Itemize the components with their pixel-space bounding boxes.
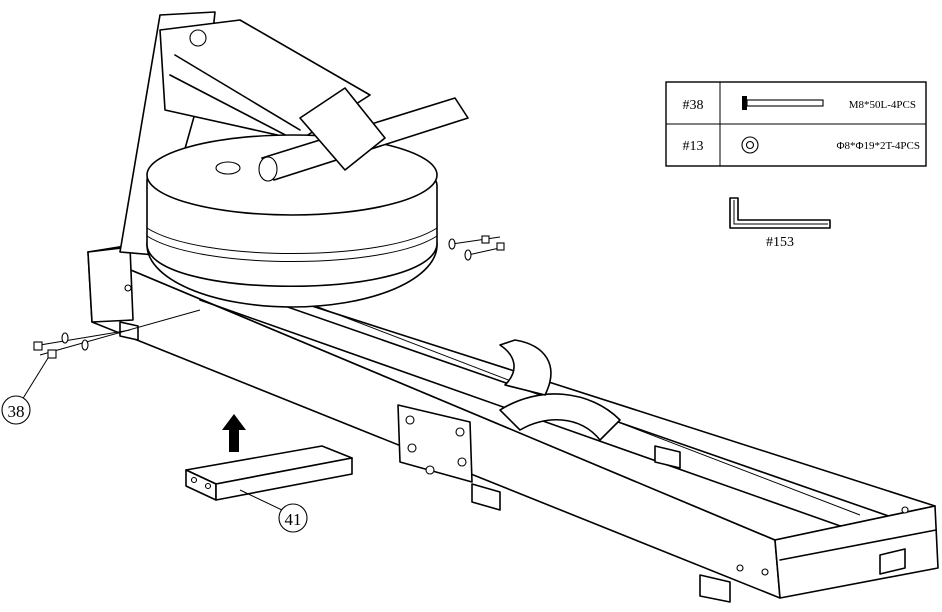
callout-38-label: 38 [8,402,25,421]
bolt-icon [742,96,824,110]
bolt-hardware-right [448,235,505,261]
water-tank-assembly [119,11,469,308]
parts-row-1-part: #38 [683,98,704,113]
allen-key-label: #153 [766,235,794,250]
callout-41-label: 41 [285,510,302,529]
bolt-hardware-left [33,309,201,359]
up-arrow-icon [222,414,246,452]
crossbar-part [185,445,353,511]
parts-row-2-part: #13 [683,139,704,154]
parts-row-2-spec: Φ8*Φ19*2T-4PCS [836,140,920,152]
rail-frame [87,245,939,603]
parts-table: #38 M8*50L-4PCS #13 Φ8*Φ19*2T-4PCS [665,81,927,167]
washer-icon [741,136,759,154]
parts-row-1-spec: M8*50L-4PCS [849,99,916,111]
callout-38: 38 [1,357,49,425]
callout-41: 41 [278,503,308,533]
allen-key-tool: #153 [729,197,831,250]
